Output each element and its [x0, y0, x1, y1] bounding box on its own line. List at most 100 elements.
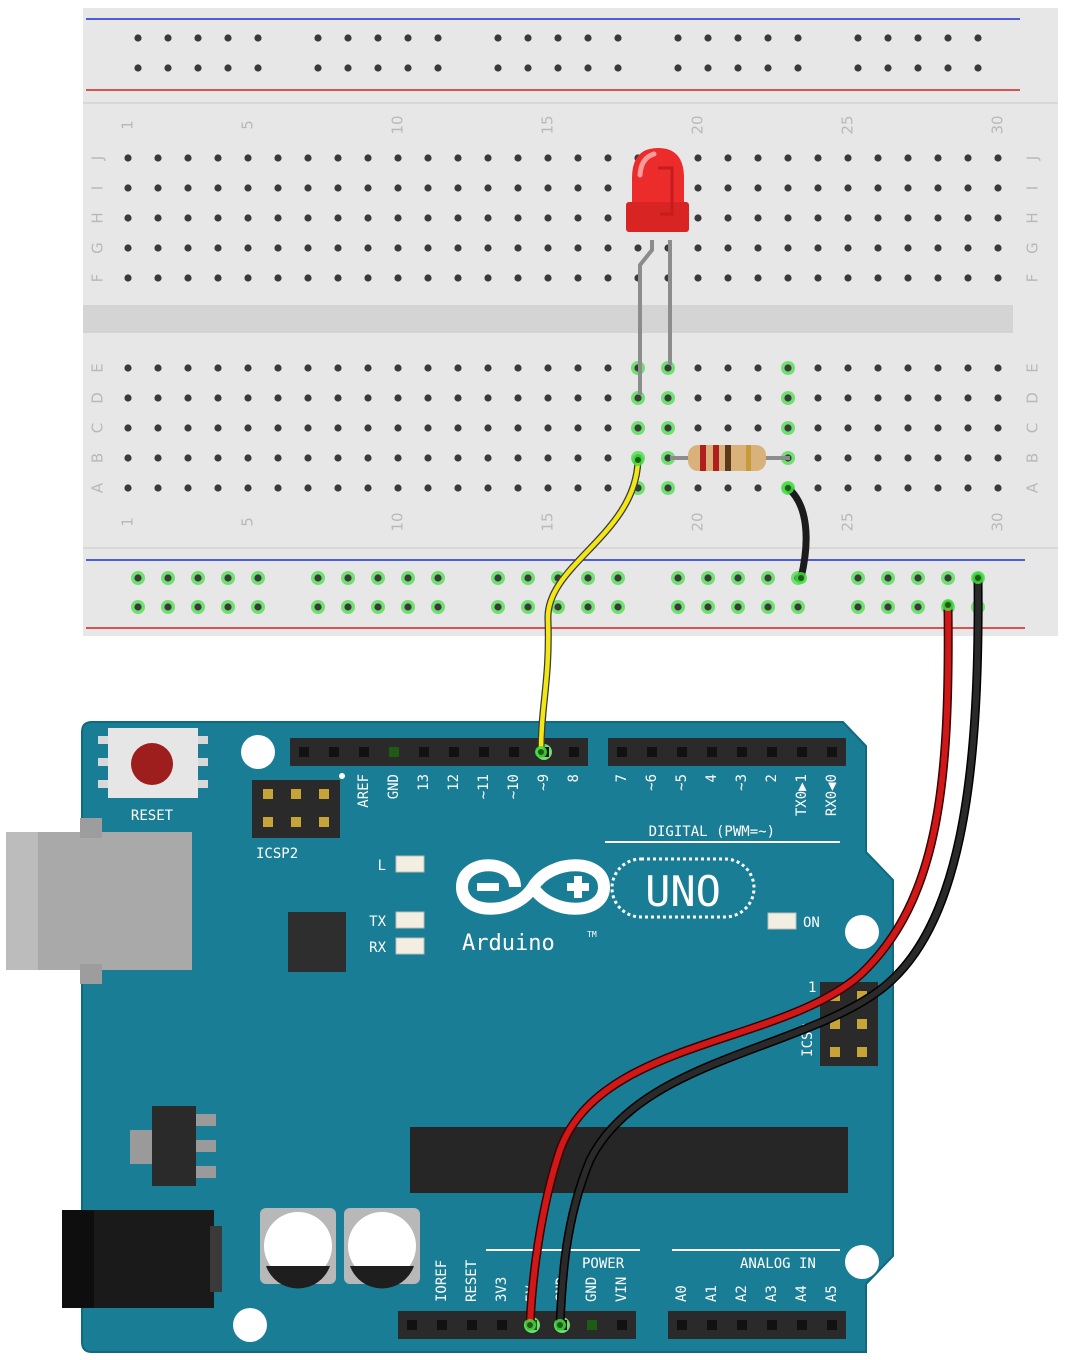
breadboard-hole[interactable] [454, 484, 462, 492]
breadboard-hole[interactable] [754, 424, 762, 432]
breadboard-hole[interactable] [614, 574, 622, 582]
breadboard-hole[interactable] [124, 424, 132, 432]
breadboard-hole[interactable] [314, 603, 322, 611]
breadboard-hole[interactable] [554, 34, 562, 42]
breadboard-hole[interactable] [404, 64, 412, 72]
breadboard-hole[interactable] [154, 424, 162, 432]
breadboard-hole[interactable] [334, 184, 342, 192]
breadboard-hole[interactable] [904, 364, 912, 372]
breadboard-hole[interactable] [884, 64, 892, 72]
breadboard-hole[interactable] [574, 484, 582, 492]
breadboard-hole[interactable] [524, 574, 532, 582]
header-pin[interactable] [707, 1320, 717, 1330]
breadboard-hole[interactable] [814, 394, 822, 402]
breadboard-hole[interactable] [184, 154, 192, 162]
breadboard-hole[interactable] [814, 184, 822, 192]
breadboard-hole[interactable] [244, 154, 252, 162]
breadboard-hole[interactable] [514, 454, 522, 462]
breadboard-hole[interactable] [994, 154, 1002, 162]
breadboard-hole[interactable] [694, 154, 702, 162]
breadboard-hole[interactable] [364, 484, 372, 492]
breadboard-hole[interactable] [784, 184, 792, 192]
breadboard-hole[interactable] [574, 394, 582, 402]
breadboard-hole[interactable] [604, 394, 612, 402]
breadboard-hole[interactable] [604, 364, 612, 372]
header-pin[interactable] [329, 747, 339, 757]
breadboard-hole[interactable] [484, 454, 492, 462]
header-pin[interactable] [359, 747, 369, 757]
breadboard-hole[interactable] [614, 603, 622, 611]
breadboard-hole[interactable] [304, 364, 312, 372]
header-pin[interactable] [389, 747, 399, 757]
breadboard-hole[interactable] [304, 424, 312, 432]
breadboard-hole[interactable] [964, 484, 972, 492]
breadboard-hole[interactable] [934, 154, 942, 162]
breadboard-hole[interactable] [874, 214, 882, 222]
breadboard-hole[interactable] [944, 34, 952, 42]
breadboard-hole[interactable] [314, 574, 322, 582]
header-pin[interactable] [677, 747, 687, 757]
breadboard-hole[interactable] [394, 424, 402, 432]
breadboard-hole[interactable] [794, 34, 802, 42]
breadboard-hole[interactable] [184, 484, 192, 492]
breadboard-hole[interactable] [194, 603, 202, 611]
breadboard-hole[interactable] [734, 34, 742, 42]
breadboard-hole[interactable] [304, 394, 312, 402]
header-pin[interactable] [767, 1320, 777, 1330]
breadboard-hole[interactable] [734, 603, 742, 611]
reset-button[interactable] [98, 728, 208, 798]
breadboard-hole[interactable] [844, 364, 852, 372]
breadboard-hole[interactable] [844, 394, 852, 402]
breadboard-hole[interactable] [734, 64, 742, 72]
breadboard-hole[interactable] [514, 214, 522, 222]
breadboard-hole[interactable] [244, 364, 252, 372]
breadboard-hole[interactable] [424, 364, 432, 372]
icsp2-pin[interactable] [263, 789, 273, 799]
breadboard-hole[interactable] [884, 603, 892, 611]
breadboard-hole[interactable] [814, 244, 822, 252]
breadboard-hole[interactable] [314, 34, 322, 42]
breadboard-hole[interactable] [854, 603, 862, 611]
breadboard-hole[interactable] [704, 64, 712, 72]
breadboard-hole[interactable] [544, 154, 552, 162]
breadboard-hole[interactable] [514, 274, 522, 282]
breadboard-hole[interactable] [344, 34, 352, 42]
breadboard-hole[interactable] [184, 274, 192, 282]
breadboard-hole[interactable] [574, 184, 582, 192]
breadboard-hole[interactable] [454, 454, 462, 462]
breadboard-hole[interactable] [754, 364, 762, 372]
breadboard-hole[interactable] [184, 244, 192, 252]
breadboard-hole[interactable] [274, 154, 282, 162]
header-pin[interactable] [449, 747, 459, 757]
breadboard-hole[interactable] [664, 364, 672, 372]
breadboard-hole[interactable] [694, 274, 702, 282]
breadboard-hole[interactable] [154, 274, 162, 282]
breadboard-hole[interactable] [724, 214, 732, 222]
breadboard-hole[interactable] [934, 424, 942, 432]
breadboard-hole[interactable] [494, 574, 502, 582]
breadboard-hole[interactable] [484, 394, 492, 402]
breadboard-hole[interactable] [134, 64, 142, 72]
breadboard-hole[interactable] [964, 424, 972, 432]
breadboard-hole[interactable] [124, 274, 132, 282]
breadboard-hole[interactable] [214, 454, 222, 462]
breadboard-hole[interactable] [314, 64, 322, 72]
breadboard-hole[interactable] [724, 244, 732, 252]
breadboard-hole[interactable] [674, 34, 682, 42]
breadboard-hole[interactable] [784, 214, 792, 222]
breadboard-hole[interactable] [494, 34, 502, 42]
icsp2-pin[interactable] [291, 817, 301, 827]
breadboard-hole[interactable] [574, 454, 582, 462]
header-pin[interactable] [509, 747, 519, 757]
breadboard-hole[interactable] [124, 394, 132, 402]
breadboard-hole[interactable] [784, 274, 792, 282]
breadboard-hole[interactable] [394, 184, 402, 192]
breadboard-hole[interactable] [304, 274, 312, 282]
breadboard-hole[interactable] [934, 244, 942, 252]
header-pin[interactable] [479, 747, 489, 757]
breadboard-hole[interactable] [844, 454, 852, 462]
breadboard-hole[interactable] [454, 154, 462, 162]
icsp2-pin[interactable] [263, 817, 273, 827]
breadboard-hole[interactable] [134, 574, 142, 582]
breadboard-hole[interactable] [784, 154, 792, 162]
